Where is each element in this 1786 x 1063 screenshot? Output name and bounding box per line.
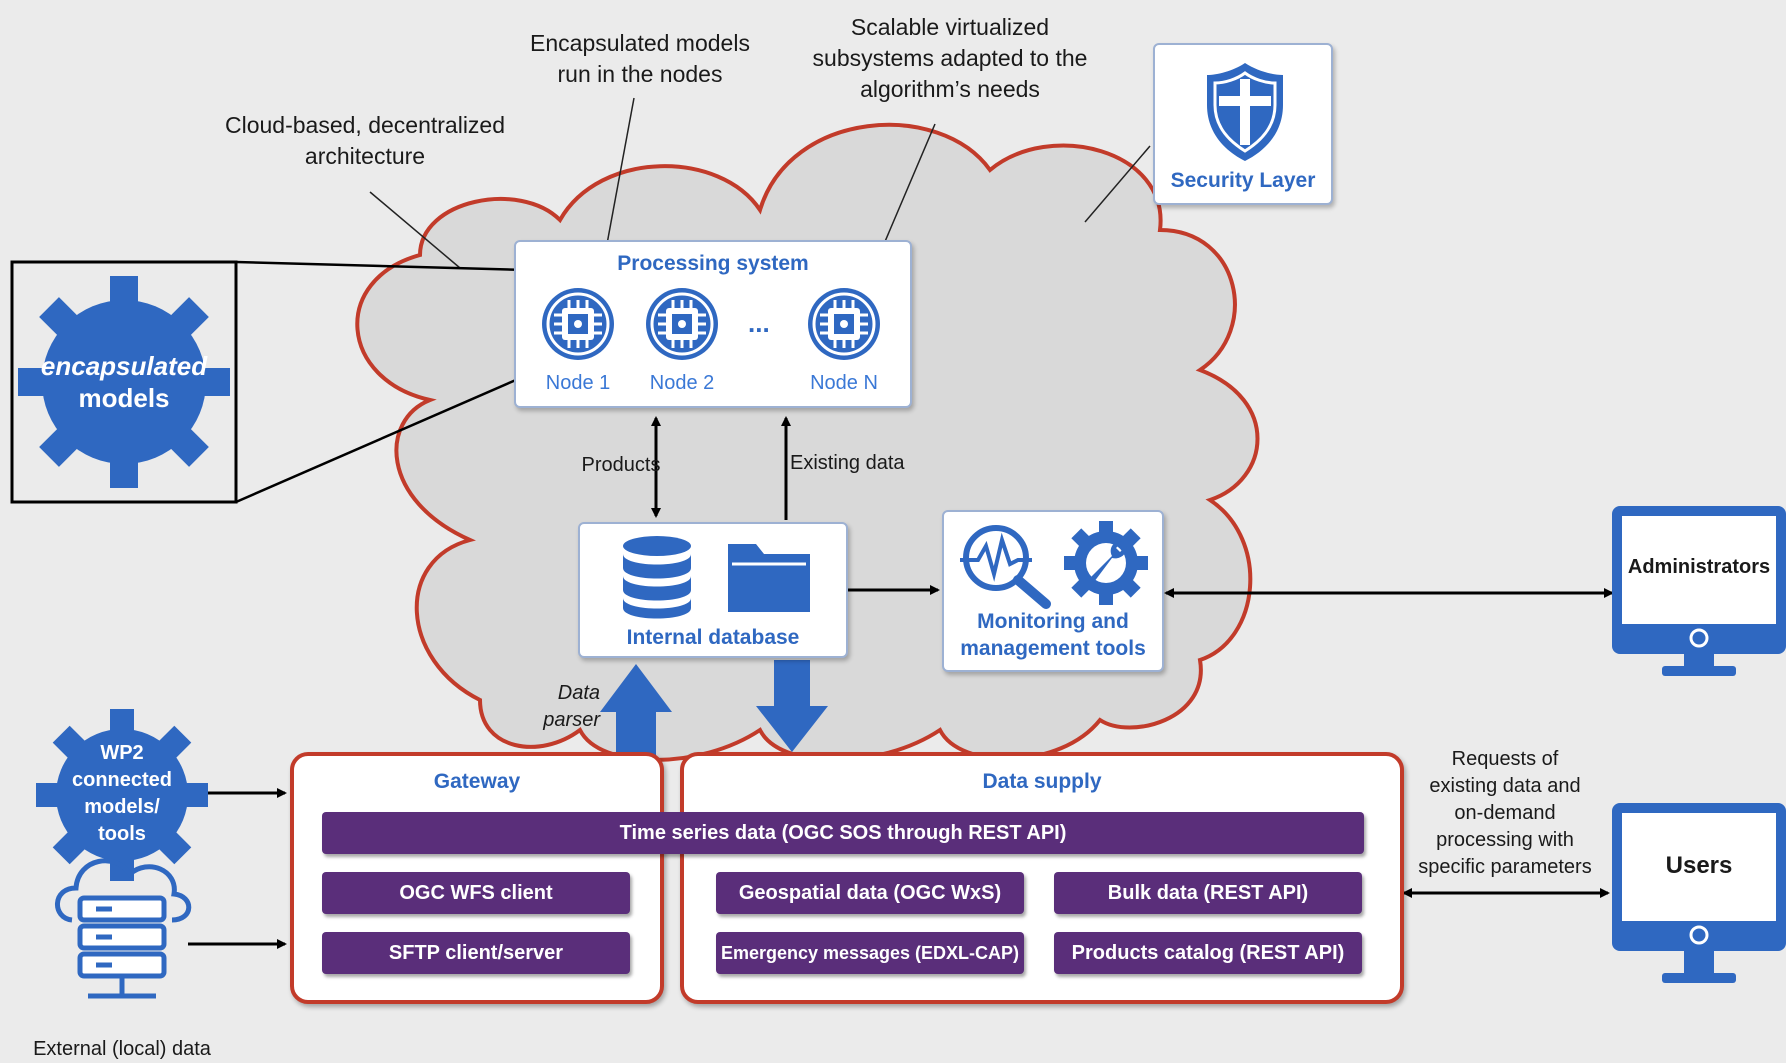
administrators-monitor-icon bbox=[1612, 506, 1786, 676]
ogc-wfs-client-bar: OGC WFS client bbox=[322, 872, 630, 914]
internal-database-box: Internal database bbox=[578, 522, 848, 658]
monitoring-tools-title: Monitoring and management tools bbox=[944, 608, 1162, 662]
encapsulated-gear-line-1: encapsulated bbox=[40, 351, 208, 381]
monitoring-magnifier-icon bbox=[960, 525, 1051, 609]
scalable-pointer bbox=[877, 123, 936, 259]
db-to-supply-arrow bbox=[756, 660, 828, 752]
administrators-label: Administrators bbox=[1627, 556, 1771, 578]
external-data-icon bbox=[55, 858, 192, 999]
nodeN-label: Node N bbox=[810, 372, 878, 394]
sftp-client-server-bar: SFTP client/server bbox=[322, 932, 630, 974]
zoom-line-top bbox=[235, 260, 526, 272]
internal-database-title: Internal database bbox=[626, 626, 800, 649]
products-catalog-bar: Products catalog (REST API) bbox=[1054, 932, 1362, 974]
management-wrench-gear-icon bbox=[1064, 521, 1148, 605]
wp2-gear-label: WP2 connected models/ tools bbox=[52, 740, 192, 848]
folder-icon bbox=[728, 544, 810, 612]
encapsulated-gear-label: encapsulated models bbox=[24, 350, 224, 414]
cloud-annotation-line-2: architecture bbox=[304, 143, 426, 169]
cloud-pointer bbox=[369, 191, 461, 269]
security-layer-title: Security Layer bbox=[1170, 169, 1316, 192]
node2-label: Node 2 bbox=[649, 372, 715, 394]
scalable-annotation-line-1: Scalable virtualized bbox=[850, 14, 1050, 40]
wp2-line-1: WP2 bbox=[100, 742, 144, 764]
security-shield-icon bbox=[1207, 63, 1283, 161]
node1-chip-icon bbox=[542, 288, 614, 360]
wp2-line-3: models/ bbox=[84, 796, 160, 818]
node1-label: Node 1 bbox=[545, 372, 611, 394]
users-label: Users bbox=[1665, 852, 1733, 879]
data-supply-title: Data supply bbox=[982, 770, 1102, 793]
existing-data-label: Existing data bbox=[790, 452, 905, 474]
emergency-messages-bar: Emergency messages (EDXL-CAP) bbox=[716, 932, 1024, 974]
encapsulated-annotation-line-2: run in the nodes bbox=[557, 61, 723, 87]
monitoring-tools-box: Monitoring and management tools bbox=[942, 510, 1164, 672]
zoom-line-bottom bbox=[235, 374, 526, 504]
requests-line-2: existing data and bbox=[1429, 775, 1581, 797]
wp2-line-2: connected bbox=[71, 769, 173, 791]
wp2-gear-icon bbox=[36, 709, 208, 881]
time-series-data-bar: Time series data (OGC SOS through REST A… bbox=[322, 812, 1364, 854]
requests-line-5: specific parameters bbox=[1418, 856, 1592, 878]
scalable-annotation-line-3: algorithm’s needs bbox=[860, 76, 1040, 102]
encapsulated-gear-line-2: models bbox=[78, 383, 170, 413]
processing-system-title: Processing system bbox=[617, 252, 809, 275]
scalable-annotation: Scalable virtualized subsystems adapted … bbox=[800, 12, 1100, 105]
requests-line-3: on-demand bbox=[1454, 802, 1556, 824]
geospatial-data-bar: Geospatial data (OGC WxS) bbox=[716, 872, 1024, 914]
products-label: Products bbox=[581, 454, 661, 476]
zoom-frame bbox=[10, 260, 238, 504]
security-layer-box: Security Layer bbox=[1153, 43, 1333, 205]
data-parser-line-2: parser bbox=[543, 709, 600, 731]
gateway-title: Gateway bbox=[433, 770, 521, 793]
external-data-label: External (local) data bbox=[33, 1038, 211, 1060]
monitoring-tools-line-2: management tools bbox=[960, 637, 1146, 660]
nodeN-chip-icon bbox=[808, 288, 880, 360]
encapsulated-annotation: Encapsulated models run in the nodes bbox=[520, 28, 760, 90]
requests-line-1: Requests of bbox=[1451, 748, 1559, 770]
security-pointer bbox=[1084, 145, 1151, 223]
bulk-data-bar: Bulk data (REST API) bbox=[1054, 872, 1362, 914]
cloud-annotation-line-1: Cloud-based, decentralized bbox=[225, 112, 506, 138]
scalable-annotation-line-2: subsystems adapted to the bbox=[812, 45, 1088, 71]
requests-annotation: Requests of existing data and on-demand … bbox=[1400, 746, 1610, 881]
nodes-ellipsis: ... bbox=[748, 308, 770, 338]
node2-chip-icon bbox=[646, 288, 718, 360]
processing-system-box: Processing system bbox=[514, 240, 912, 408]
data-parser-line-1: Data bbox=[557, 682, 600, 704]
data-parser-label: Data parser bbox=[530, 680, 600, 734]
cloud-annotation: Cloud-based, decentralized architecture bbox=[225, 110, 505, 172]
monitoring-tools-line-1: Monitoring and bbox=[977, 610, 1129, 633]
users-monitor-icon bbox=[1612, 803, 1786, 983]
database-icon bbox=[623, 536, 691, 619]
encapsulated-gear-icon bbox=[18, 276, 230, 488]
wp2-line-4: tools bbox=[98, 823, 146, 845]
requests-line-4: processing with bbox=[1436, 829, 1574, 851]
data-parser-arrow bbox=[600, 664, 672, 758]
encapsulated-annotation-line-1: Encapsulated models bbox=[530, 30, 750, 56]
